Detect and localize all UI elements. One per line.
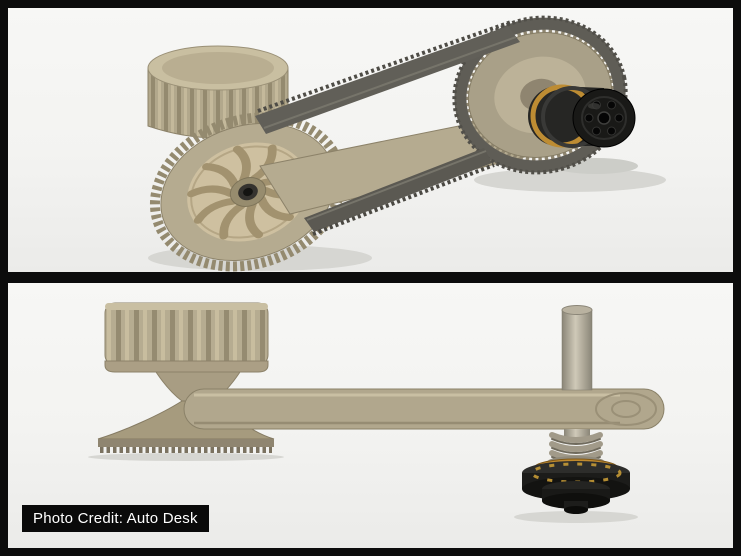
side-shadows [88,453,638,523]
link-arm [183,388,665,430]
lower-shaft [564,429,590,439]
iso-view-render [147,15,666,272]
photo-credit-text: Photo Credit: Auto Desk [33,510,198,527]
arm-boss-ring [595,392,657,426]
photo-credit-caption: Photo Credit: Auto Desk [22,505,209,532]
motor-hub [528,84,636,148]
drive-belt [255,15,628,236]
iso-view-panel [8,8,733,272]
hub-bolt-holes [584,100,624,136]
top-shaft [561,305,593,391]
bearing-stack [522,456,630,514]
side-view-panel [8,283,733,548]
knurled-knob [104,302,269,373]
center-bolt [238,183,258,201]
hub-center-hole [597,111,611,125]
side-view-render [88,302,665,523]
knurled-drum-iso [147,45,289,139]
